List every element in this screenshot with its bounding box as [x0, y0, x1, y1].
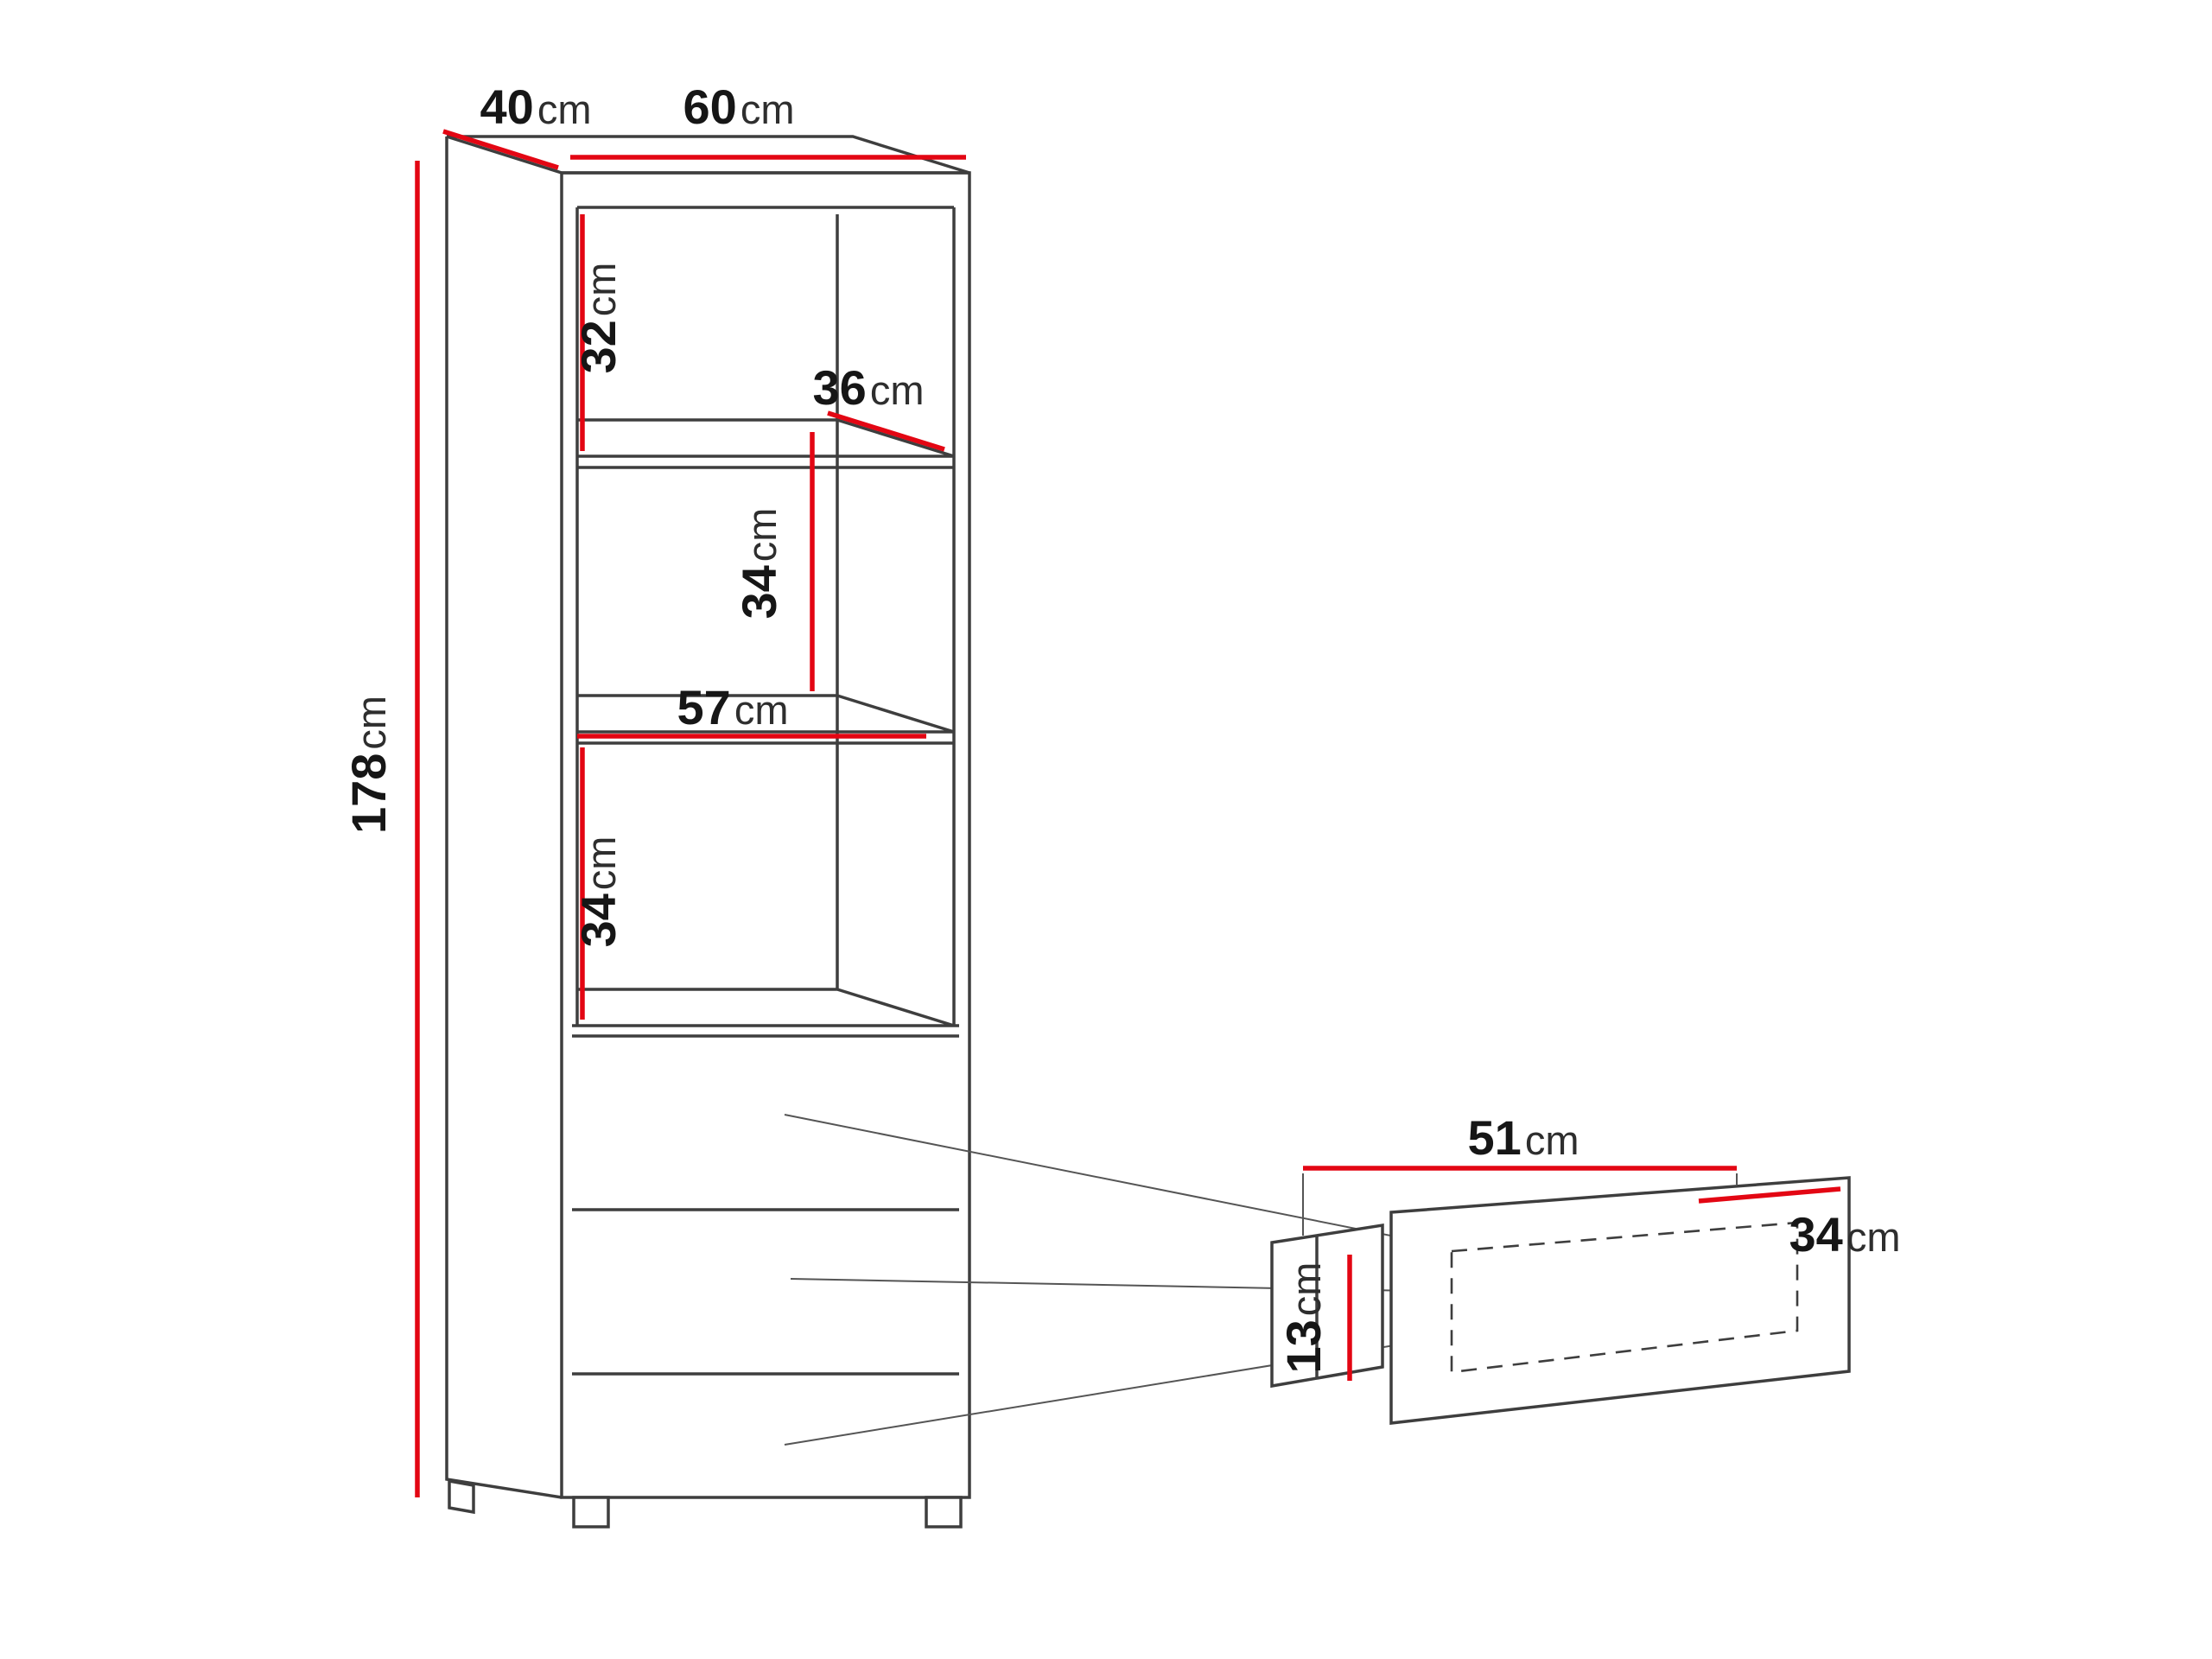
dim-line-shelf-depth-36	[827, 410, 945, 452]
dimension-lines	[415, 129, 1841, 1497]
dim-label-comp-mid-34: 34cm	[732, 508, 786, 620]
dim-label-width-60: 60cm	[683, 79, 795, 134]
drawer-side-piece	[1270, 1223, 1384, 1389]
drawer-hidden-outline	[1450, 1221, 1799, 1374]
cabinet-top-face	[446, 135, 970, 175]
foot-front-left	[572, 1496, 610, 1529]
dimension-labels: 40cm 60cm 178cm 32cm 36cm 34cm 57cm 34cm…	[341, 79, 1900, 1373]
dim-line-depth-40	[442, 129, 559, 170]
drawer-front-panel	[1389, 1176, 1851, 1425]
shelf-2	[577, 694, 955, 745]
cabinet-shelves	[572, 418, 959, 1376]
dim-label-drawer-height-13: 13cm	[1276, 1262, 1331, 1374]
foot-front-right	[925, 1496, 963, 1529]
drawer-extension-lines	[1302, 1173, 1738, 1236]
dim-label-drawer-depth-34: 34cm	[1789, 1207, 1901, 1262]
shelf-1	[577, 418, 955, 469]
dim-label-depth-40: 40cm	[480, 79, 592, 134]
cabinet-inner-frame	[575, 206, 956, 1026]
foot-back-left	[448, 1478, 475, 1515]
drawer-divider-lines	[572, 1208, 959, 1376]
drawer-detail	[1270, 1173, 1851, 1425]
dim-label-shelf-width-57: 57cm	[677, 680, 789, 734]
shelf-3	[572, 988, 959, 1038]
dim-line-drawer-depth-34	[1698, 1186, 1841, 1204]
cabinet-feet	[448, 1478, 963, 1529]
cabinet-outline	[445, 135, 971, 1499]
cabinet-front-face	[560, 171, 971, 1499]
dim-label-drawer-width-51: 51cm	[1468, 1110, 1580, 1165]
dim-label-shelf-depth-36: 36cm	[813, 360, 925, 415]
cabinet-side-face	[445, 137, 563, 1499]
dim-label-height-178: 178cm	[341, 696, 396, 834]
dim-label-comp-top-32: 32cm	[571, 263, 626, 374]
dim-label-comp-bottom-34: 34cm	[571, 836, 626, 948]
